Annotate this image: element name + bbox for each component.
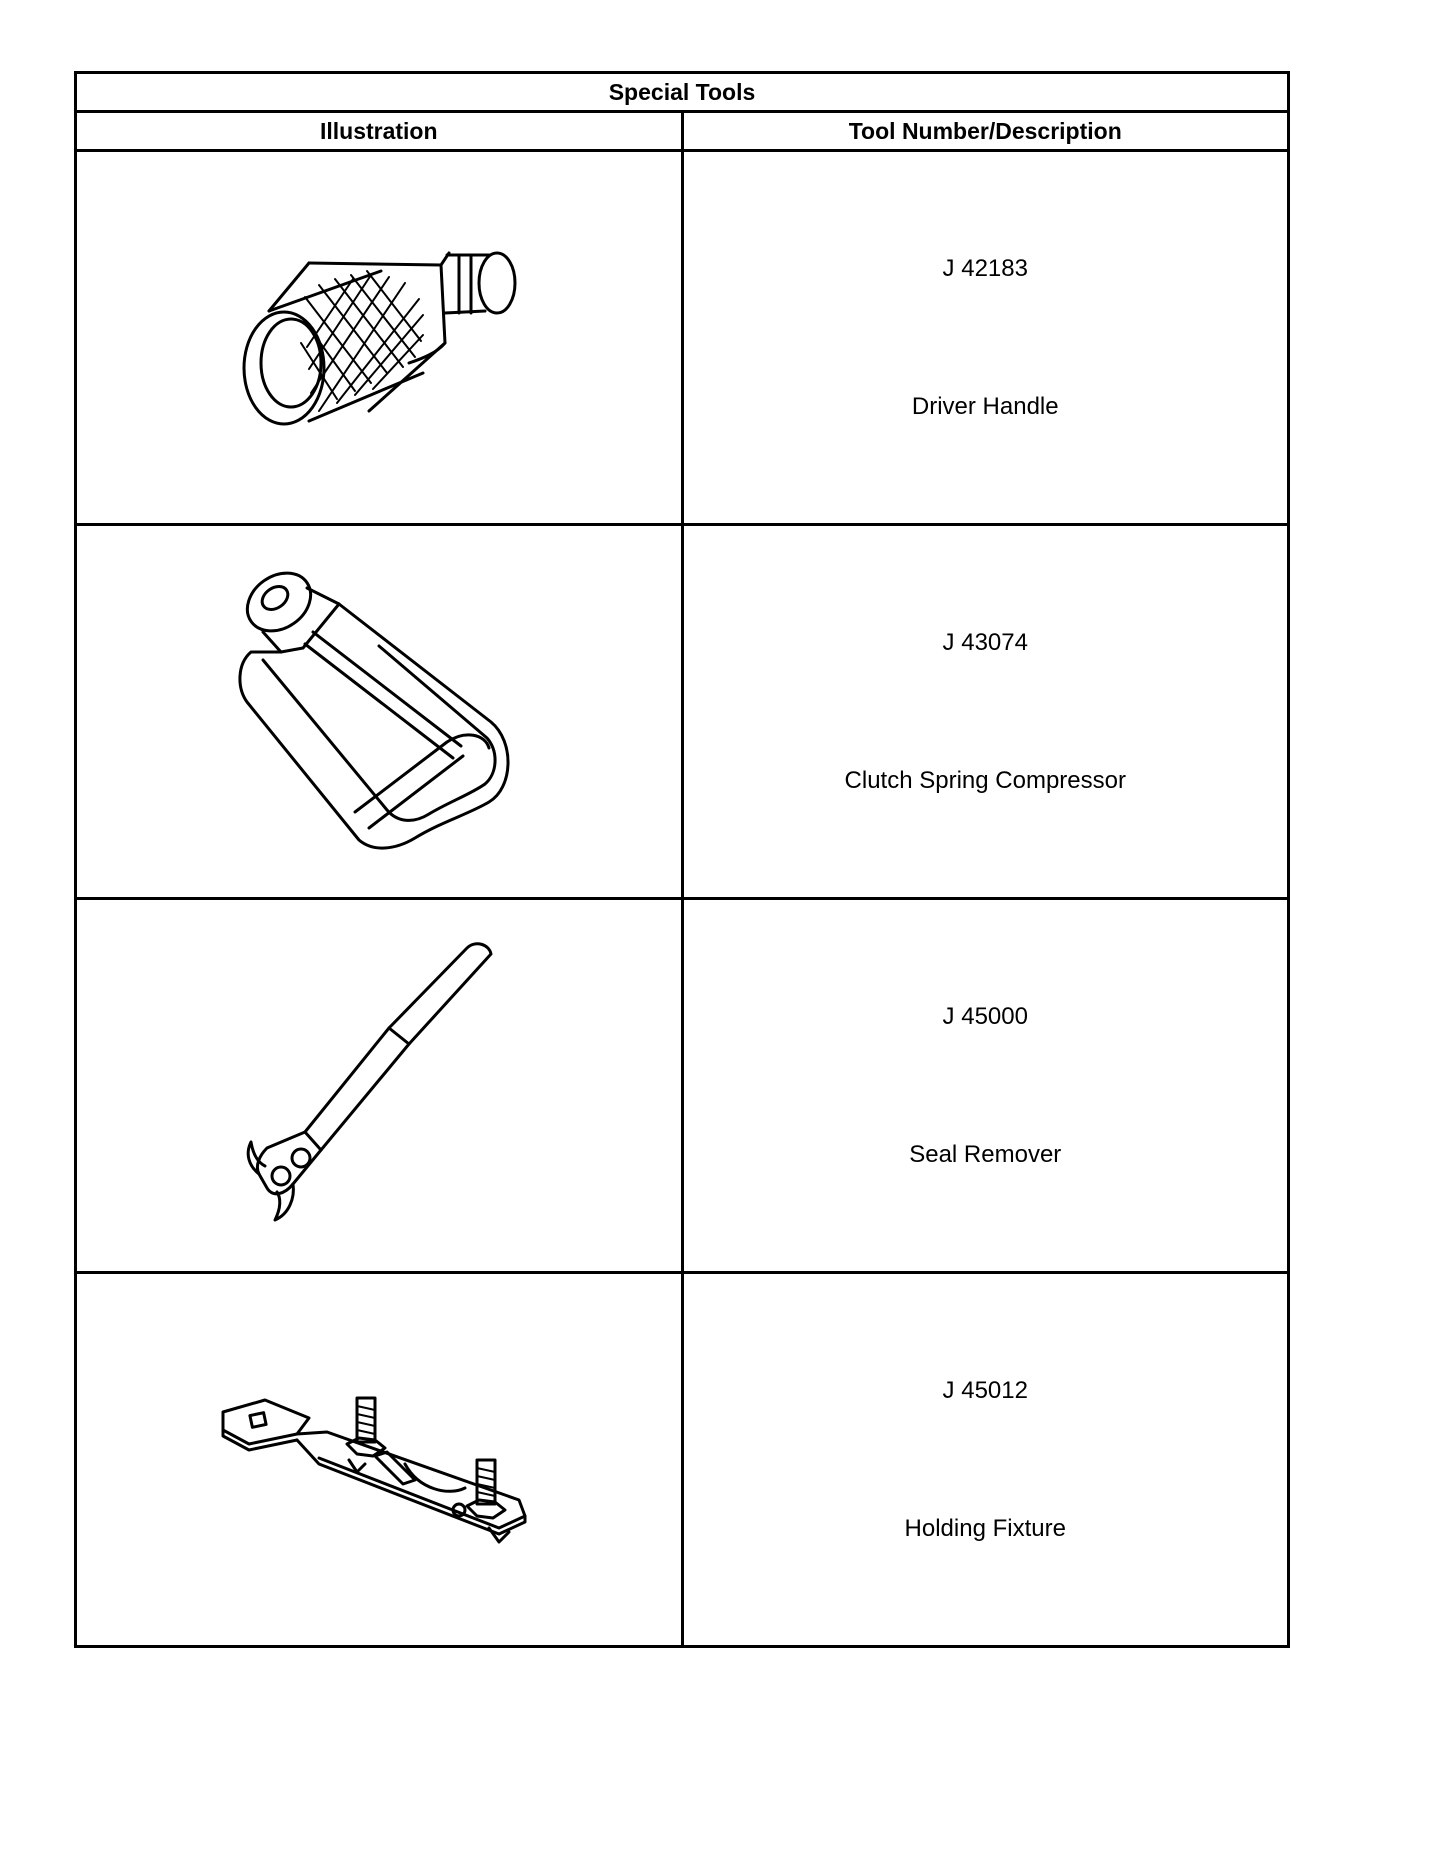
special-tools-table: Special Tools Illustration Tool Number/D… [74, 71, 1290, 1648]
illustration-cell [74, 149, 684, 526]
holding-fixture-icon [221, 1396, 527, 1543]
illustration-cell [74, 523, 684, 900]
tool-number: J 43074 [942, 628, 1028, 656]
column-header-tool-description: Tool Number/Description [680, 110, 1290, 152]
column-header-illustration: Illustration [74, 110, 684, 152]
table-title-row: Special Tools [74, 71, 1290, 113]
illustration-cell [74, 1271, 684, 1648]
clutch-spring-compressor-icon [238, 571, 510, 849]
tool-number: J 42183 [942, 254, 1028, 282]
seal-remover-icon [246, 941, 493, 1221]
tool-description: Seal Remover [909, 1140, 1062, 1168]
tool-number: J 45000 [942, 1002, 1028, 1030]
tool-number: J 45012 [942, 1376, 1028, 1404]
table-row: J 45000 Seal Remover [74, 897, 1290, 1274]
description-cell: J 45000 Seal Remover [680, 897, 1290, 1274]
table-row: J 45012 Holding Fixture [74, 1271, 1290, 1648]
table-header-row: Illustration Tool Number/Description [74, 110, 1290, 152]
description-cell: J 45012 Holding Fixture [680, 1271, 1290, 1648]
table-row: J 42183 Driver Handle [74, 149, 1290, 526]
driver-handle-icon [242, 251, 517, 425]
table-row: J 43074 Clutch Spring Compressor [74, 523, 1290, 900]
tool-description: Driver Handle [911, 392, 1059, 420]
tool-description: Clutch Spring Compressor [844, 766, 1126, 794]
description-cell: J 42183 Driver Handle [680, 149, 1290, 526]
description-cell: J 43074 Clutch Spring Compressor [680, 523, 1290, 900]
tool-description: Holding Fixture [904, 1514, 1066, 1542]
table-title: Special Tools [74, 71, 1290, 113]
illustration-cell [74, 897, 684, 1274]
